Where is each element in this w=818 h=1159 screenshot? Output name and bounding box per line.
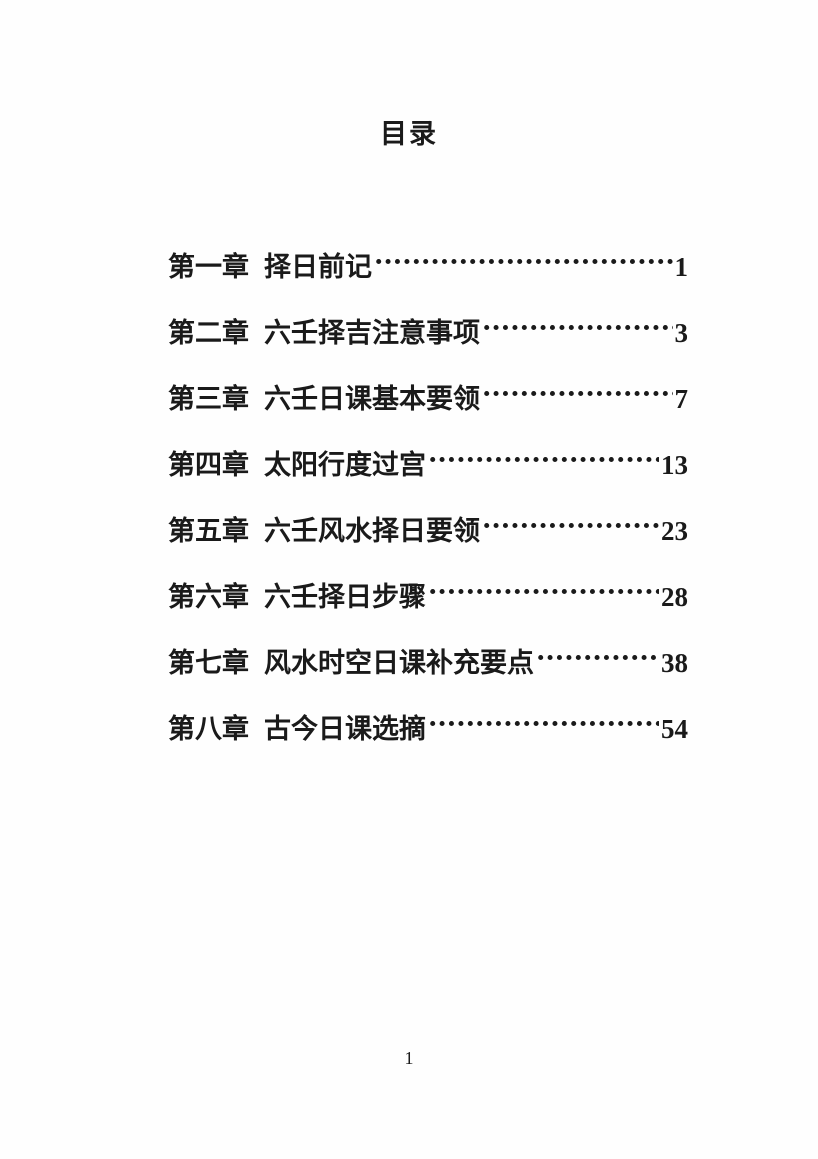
toc-page-number: 3 xyxy=(674,318,689,348)
toc-entry[interactable]: 第四章 太阳行度过宫 13 xyxy=(168,443,688,509)
toc-chapter-name: 六壬择吉注意事项 xyxy=(264,318,480,349)
toc-entry[interactable]: 第二章 六壬择吉注意事项 3 xyxy=(168,311,688,377)
toc-entry[interactable]: 第八章 古今日课选摘 54 xyxy=(168,707,688,773)
toc-entry[interactable]: 第三章 六壬日课基本要领 7 xyxy=(168,377,688,443)
toc-chapter-number: 第三章 xyxy=(168,384,249,415)
toc-chapter-name: 古今日课选摘 xyxy=(264,714,426,745)
toc-page-number: 7 xyxy=(674,384,689,414)
toc-chapter-number: 第七章 xyxy=(168,648,249,679)
toc-chapter-number: 第四章 xyxy=(168,450,249,481)
toc-entry[interactable]: 第一章 择日前记 1 xyxy=(168,245,688,311)
toc-chapter-number: 第一章 xyxy=(168,252,249,283)
toc-chapter-name: 六壬日课基本要领 xyxy=(264,384,480,415)
toc-dot-leader xyxy=(374,249,673,276)
toc-dot-leader xyxy=(428,711,659,738)
toc-dot-leader xyxy=(428,447,659,474)
toc-page-number: 54 xyxy=(661,714,688,744)
toc-chapter-name: 风水时空日课补充要点 xyxy=(264,648,534,679)
toc-chapter-number: 第五章 xyxy=(168,516,249,547)
toc-page-number: 23 xyxy=(661,516,688,546)
toc-dot-leader xyxy=(482,315,673,342)
toc-dot-leader xyxy=(428,579,659,606)
toc-dot-leader xyxy=(482,513,659,540)
toc-page-number: 28 xyxy=(661,582,688,612)
toc-chapter-number: 第二章 xyxy=(168,318,249,349)
toc-dot-leader xyxy=(482,381,673,408)
toc-chapter-name: 六壬择日步骤 xyxy=(264,582,426,613)
toc-entry[interactable]: 第六章 六壬择日步骤 28 xyxy=(168,575,688,641)
page-footer-number: 1 xyxy=(404,1048,414,1068)
toc-chapter-number: 第六章 xyxy=(168,582,249,613)
toc-chapter-name: 太阳行度过宫 xyxy=(264,450,426,481)
toc-list: 第一章 择日前记 1 第二章 六壬择吉注意事项 3 第三章 六壬日课基本要领 7… xyxy=(168,245,688,773)
toc-entry[interactable]: 第五章 六壬风水择日要领 23 xyxy=(168,509,688,575)
toc-dot-leader xyxy=(536,645,659,672)
toc-page-number: 38 xyxy=(661,648,688,678)
toc-entry[interactable]: 第七章 风水时空日课补充要点 38 xyxy=(168,641,688,707)
toc-chapter-name: 择日前记 xyxy=(264,252,372,283)
toc-title: 目录 xyxy=(380,119,438,150)
toc-page-number: 13 xyxy=(661,450,688,480)
toc-chapter-name: 六壬风水择日要领 xyxy=(264,516,480,547)
toc-chapter-number: 第八章 xyxy=(168,714,249,745)
toc-page-number: 1 xyxy=(674,252,689,282)
